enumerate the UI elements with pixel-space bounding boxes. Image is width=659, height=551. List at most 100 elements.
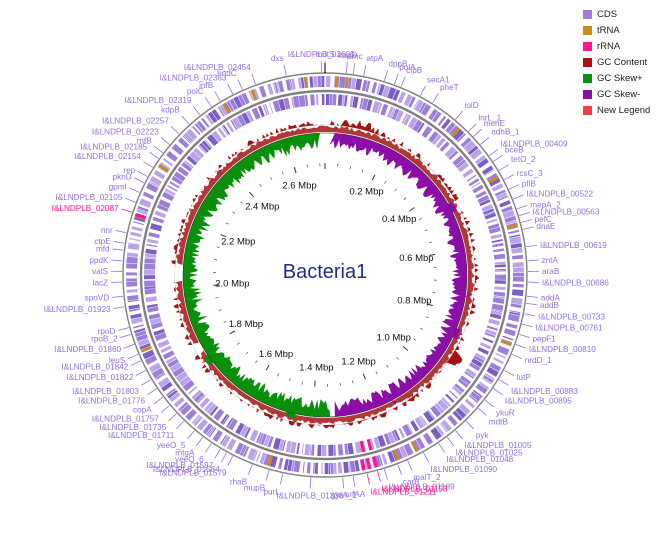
cds-feature bbox=[165, 188, 176, 196]
cds-feature bbox=[354, 460, 360, 472]
gene-label: I&LNDPLB_01048 bbox=[446, 455, 513, 464]
label-leader bbox=[455, 430, 463, 440]
cds-feature bbox=[475, 155, 486, 165]
cds-feature bbox=[171, 175, 183, 186]
cds-feature bbox=[144, 280, 156, 287]
cds-feature bbox=[291, 460, 295, 472]
cds-feature bbox=[343, 461, 349, 474]
cds-feature bbox=[277, 80, 285, 93]
cds-feature bbox=[207, 111, 218, 124]
cds-feature bbox=[482, 337, 494, 344]
gene-label: gyrA_1 bbox=[331, 491, 357, 500]
cds-feature bbox=[484, 332, 496, 338]
gene-label: I&LNDPLB_02319 bbox=[124, 96, 191, 105]
cds-feature bbox=[445, 393, 455, 403]
cds-feature bbox=[235, 422, 245, 435]
gc-skew-spike bbox=[452, 328, 461, 340]
cds-feature bbox=[287, 459, 293, 472]
cds-feature bbox=[337, 462, 343, 474]
cds-feature bbox=[423, 410, 435, 423]
ruler-tick bbox=[277, 373, 279, 377]
cds-feature bbox=[144, 257, 156, 259]
cds-feature bbox=[167, 358, 179, 368]
label-leader bbox=[176, 420, 185, 430]
cds-feature bbox=[145, 248, 157, 255]
cds-feature bbox=[130, 313, 142, 320]
cds-feature bbox=[408, 96, 416, 108]
cds-feature bbox=[439, 423, 448, 433]
cds-feature bbox=[466, 174, 477, 182]
label-leader bbox=[141, 379, 152, 386]
gene-label: I&LNDPLB_01860 bbox=[54, 345, 121, 354]
gene-label: pknD bbox=[113, 173, 132, 182]
ruler-tick bbox=[220, 234, 227, 238]
gene-label: I&LNDPLB_02087 bbox=[52, 204, 119, 213]
label-leader bbox=[363, 64, 367, 76]
cds-feature bbox=[162, 191, 174, 202]
gene-label: I&LNDPLB_02185 bbox=[80, 143, 147, 152]
cds-feature bbox=[267, 83, 274, 96]
label-leader bbox=[519, 212, 530, 217]
gene-label: addB bbox=[540, 301, 560, 310]
gene-label: dxs bbox=[271, 54, 284, 63]
cds-feature bbox=[350, 77, 357, 90]
cds-feature bbox=[482, 374, 494, 384]
gene-label: I&LNDPLB_01579 bbox=[160, 468, 227, 477]
cds-feature bbox=[493, 291, 506, 297]
cds-feature bbox=[416, 122, 425, 134]
trna-feature bbox=[304, 76, 309, 89]
cds-feature bbox=[272, 437, 282, 450]
cds-feature bbox=[437, 399, 449, 411]
cds-track-reverse bbox=[144, 94, 506, 456]
legend-swatch bbox=[583, 105, 592, 115]
cds-feature bbox=[510, 297, 523, 305]
cds-feature bbox=[134, 330, 147, 337]
cds-feature bbox=[291, 78, 296, 90]
scale-label: 1.4 Mbp bbox=[299, 363, 333, 374]
ruler-tick bbox=[394, 188, 397, 192]
label-leader bbox=[423, 452, 430, 463]
cds-feature bbox=[128, 304, 140, 310]
gene-label: pheT bbox=[440, 83, 459, 92]
cds-feature bbox=[493, 357, 504, 365]
trna-feature bbox=[500, 339, 512, 346]
cds-feature bbox=[428, 131, 439, 143]
cds-feature bbox=[144, 258, 156, 264]
ruler-tick bbox=[413, 338, 417, 341]
cds-feature bbox=[376, 83, 381, 95]
legend-swatch bbox=[583, 25, 592, 35]
label-leader bbox=[504, 369, 515, 376]
cds-feature bbox=[365, 80, 371, 92]
legend-label: GC Content bbox=[597, 56, 648, 68]
label-leader bbox=[493, 388, 503, 395]
cds-feature bbox=[234, 442, 244, 455]
cds-feature bbox=[347, 77, 352, 89]
cds-feature bbox=[292, 96, 300, 108]
cds-feature bbox=[137, 338, 150, 347]
cds-feature bbox=[129, 237, 141, 242]
label-leader bbox=[195, 436, 204, 447]
gene-label: I&LNDPLB_00883 bbox=[511, 387, 578, 396]
cds-feature bbox=[452, 410, 463, 422]
label-leader bbox=[352, 63, 356, 75]
gene-label: malT_2 bbox=[413, 473, 441, 482]
label-leader bbox=[170, 126, 180, 135]
cds-feature bbox=[251, 107, 261, 120]
cds-feature bbox=[444, 146, 457, 158]
cds-feature bbox=[432, 134, 442, 145]
cds-feature bbox=[380, 103, 389, 116]
gene-label: I&LNDPLB_02105 bbox=[55, 193, 122, 202]
cds-feature bbox=[126, 272, 138, 276]
cds-feature bbox=[185, 408, 197, 421]
trna-feature bbox=[250, 89, 258, 101]
gene-label: I&LNDPLB_00733 bbox=[538, 312, 605, 321]
cds-feature bbox=[208, 427, 217, 438]
cds-feature bbox=[470, 391, 482, 402]
cds-feature bbox=[432, 111, 442, 123]
label-leader bbox=[205, 443, 212, 453]
cds-feature bbox=[457, 378, 469, 388]
gc-content-track bbox=[171, 120, 480, 429]
ruler-tick bbox=[314, 380, 316, 387]
cds-feature bbox=[206, 134, 219, 147]
